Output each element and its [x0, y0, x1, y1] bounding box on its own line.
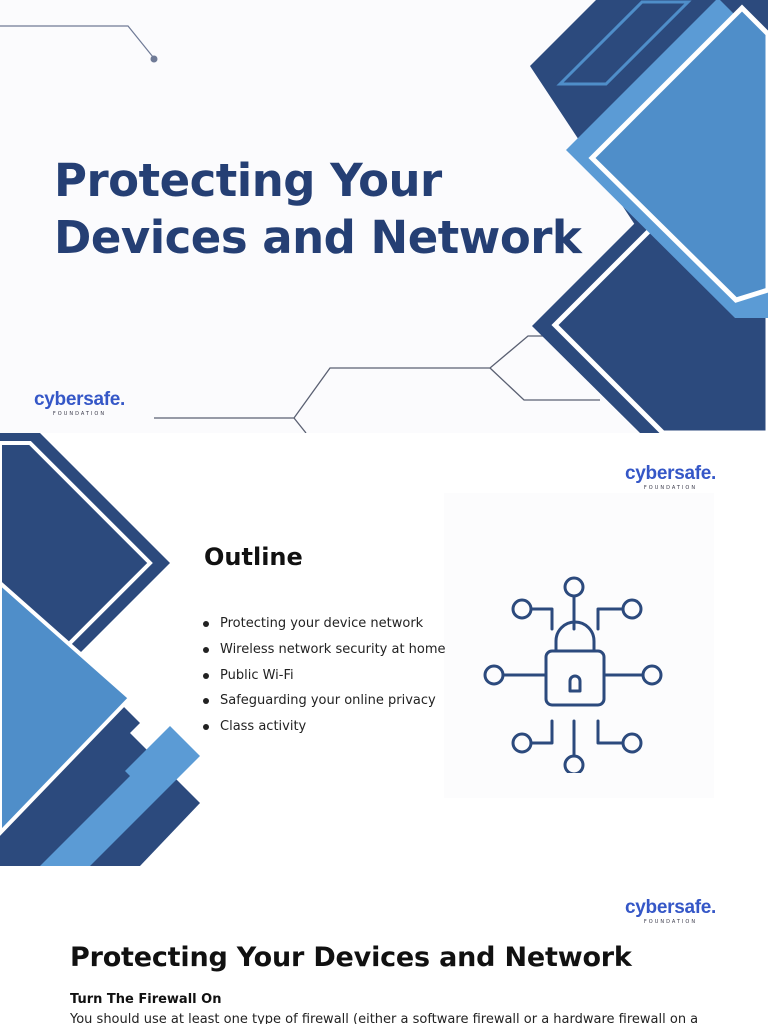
list-item: Protecting your device network — [200, 613, 446, 639]
title-slide: Protecting Your Devices and Network cybe… — [0, 0, 768, 433]
list-item: Class activity — [200, 716, 446, 742]
body-paragraph: You should use at least one type of fire… — [70, 1012, 699, 1024]
network-padlock-icon — [483, 576, 663, 773]
logo-wordmark: cybersafe. — [625, 897, 717, 918]
logo-wordmark: cybersafe. — [34, 389, 126, 410]
logo-subtext: FOUNDATION — [643, 919, 698, 925]
outline-heading: Outline — [204, 543, 303, 571]
logo-subtext: FOUNDATION — [643, 485, 698, 491]
bullet-icon — [203, 621, 209, 627]
slide2-decor — [0, 433, 200, 866]
icon-panel — [444, 493, 714, 798]
outline-list: Protecting your device network Wireless … — [200, 613, 446, 742]
list-item: Safeguarding your online privacy — [200, 690, 446, 716]
list-item: Wireless network security at home — [200, 639, 446, 665]
cybersafe-logo: cybersafe. FOUNDATION — [625, 898, 716, 925]
bullet-icon — [203, 724, 209, 731]
section-heading: Protecting Your Devices and Network — [70, 942, 632, 973]
cybersafe-logo: cybersafe. FOUNDATION — [34, 390, 125, 417]
bullet-icon — [203, 698, 209, 705]
cybersafe-logo: cybersafe. FOUNDATION — [625, 464, 716, 491]
subheading: Turn The Firewall On — [70, 992, 222, 1007]
outline-slide: cybersafe. FOUNDATION Outline Protecting… — [0, 433, 768, 866]
slide1-title-line1: Protecting Your — [54, 154, 442, 207]
slide1-title: Protecting Your Devices and Network — [54, 152, 614, 266]
logo-wordmark: cybersafe. — [625, 463, 717, 484]
slide1-decor — [0, 0, 768, 433]
content-slide: cybersafe. FOUNDATION Protecting Your De… — [0, 866, 768, 1024]
bullet-icon — [203, 672, 209, 679]
bullet-icon — [203, 646, 209, 653]
list-item: Public Wi-Fi — [200, 665, 446, 691]
logo-subtext: FOUNDATION — [52, 411, 107, 417]
slide1-title-line2: Devices and Network — [54, 211, 582, 264]
